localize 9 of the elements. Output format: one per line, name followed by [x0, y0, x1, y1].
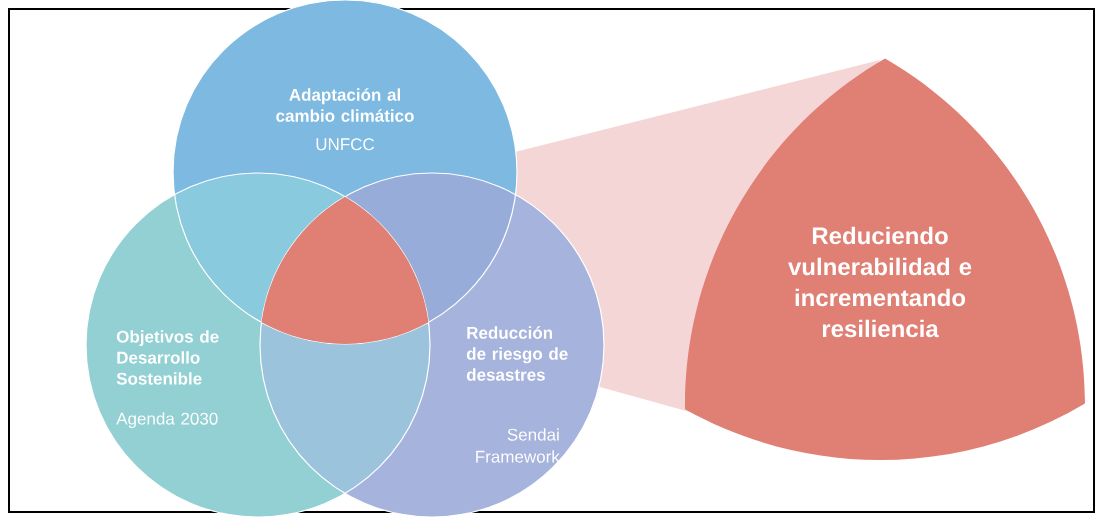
circle-subtitle: Agenda 2030 [116, 412, 218, 429]
circle-subtitle: UNFCC [316, 138, 375, 151]
circle-heading: Reducción de riesgo de desastres [466, 326, 568, 381]
rounded-triangle [261, 196, 429, 344]
rounded-triangle [685, 58, 1085, 460]
circle-heading: Objetivos de Desarrollo Sostenible [116, 330, 219, 385]
callout-text: Reduciendo vulnerabilidad e incrementando resiliencia [788, 226, 972, 338]
circle-subtitle: Sendai Framework [476, 428, 560, 463]
circle-heading: Adaptación al cambio climático [276, 88, 414, 122]
